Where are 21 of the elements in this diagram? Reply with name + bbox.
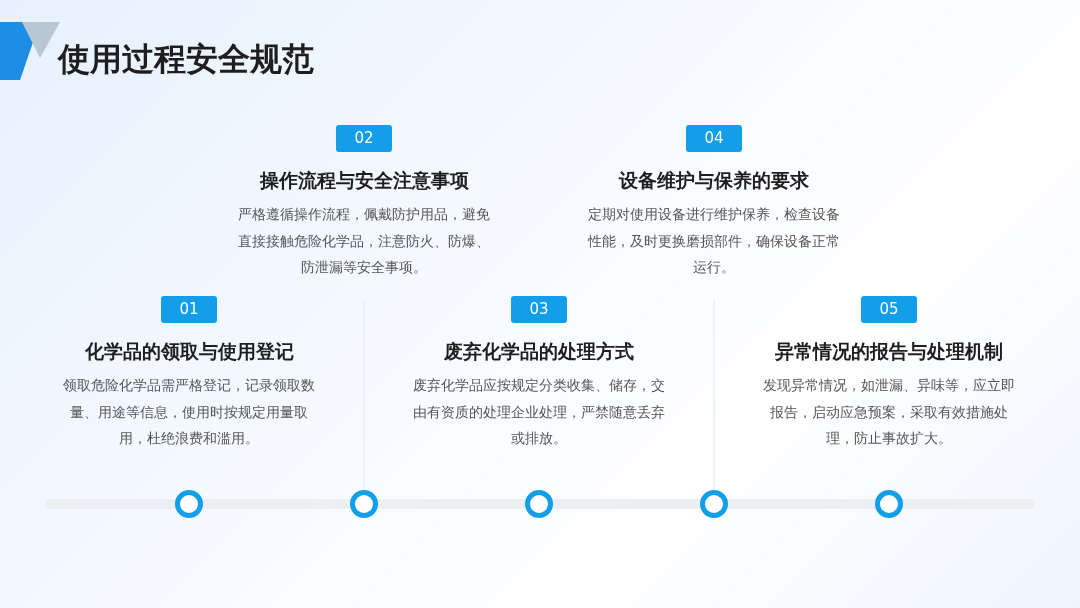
- item-description: 定期对使用设备进行维护保养，检查设备性能，及时更换磨损部件，确保设备正常运行。: [586, 205, 841, 277]
- number-badge: 01: [161, 296, 217, 323]
- number-badge: 05: [861, 296, 917, 323]
- item-description: 发现异常情况，如泄漏、异味等，应立即报告，启动应急预案，采取有效措施处理，防止事故扩大。: [762, 376, 1016, 448]
- item-heading: 设备维护与保养的要求: [617, 168, 810, 193]
- timeline-node: [175, 490, 203, 518]
- timeline-node: [350, 490, 378, 518]
- item-heading: 化学品的领取与使用登记: [83, 339, 295, 364]
- item-heading: 操作流程与安全注意事项: [258, 168, 470, 193]
- item-description: 严格遵循操作流程，佩戴防护用品，避免直接接触危险化学品，注意防火、防爆、防泄漏等安全事项。: [237, 205, 491, 277]
- timeline-node: [525, 490, 553, 518]
- timeline-node: [700, 490, 728, 518]
- number-badge: 02: [336, 125, 392, 152]
- item-heading: 异常情况的报告与处理机制: [774, 339, 1004, 364]
- title: 使用过程安全规范: [58, 39, 314, 80]
- number-badge: 04: [686, 125, 742, 152]
- item-description: 领取危险化学品需严格登记，记录领取数量、用途等信息，使用时按规定用量取用，杜绝浪费和滥用。: [62, 376, 316, 448]
- item-description: 废弃化学品应按规定分类收集、储存，交由有资质的处理企业处理，严禁随意丢弃或排放。: [412, 376, 666, 448]
- timeline-node: [875, 490, 903, 518]
- number-badge: 03: [511, 296, 567, 323]
- item-heading: 废弃化学品的处理方式: [443, 339, 635, 364]
